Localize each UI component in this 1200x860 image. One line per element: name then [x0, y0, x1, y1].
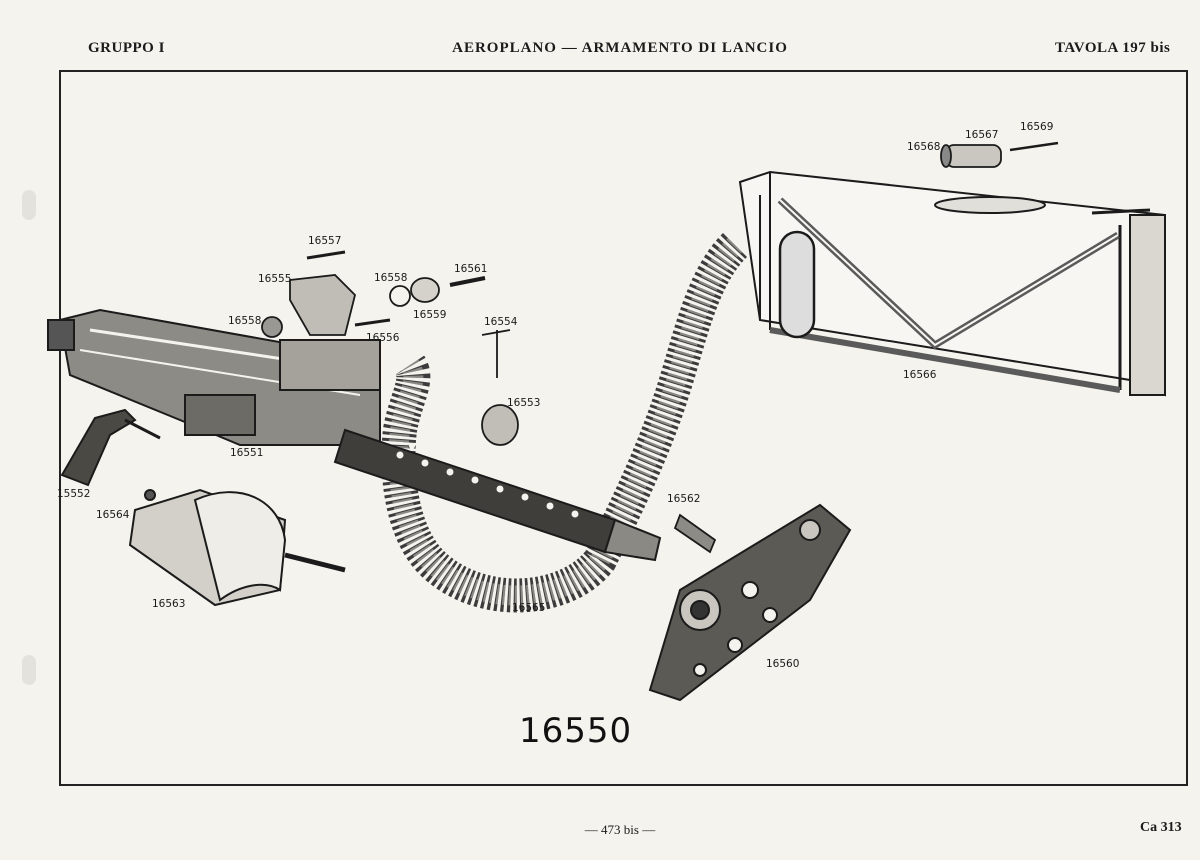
- label-16551: 16551: [230, 447, 263, 459]
- label-16553: 16553: [507, 397, 540, 409]
- perforated-barrel-jacket: [333, 428, 662, 562]
- sheet-title: AEROPLANO — ARMAMENTO DI LANCIO: [452, 40, 788, 56]
- drawing-frame: [59, 70, 1188, 786]
- ammunition-box: [738, 170, 1166, 397]
- small-parts: [261, 141, 1059, 554]
- label-16564: 16564: [96, 509, 130, 521]
- page-number: — 473 bis —: [584, 822, 656, 837]
- label-16556: 16556: [366, 332, 400, 344]
- label-16566: 16566: [903, 369, 937, 381]
- label-16558-right: 16558: [374, 272, 407, 284]
- label-16554: 16554: [484, 316, 518, 328]
- plate-number: TAVOLA 197 bis: [1055, 40, 1171, 56]
- ammunition-belt: [381, 232, 748, 613]
- label-15552: 15552: [57, 488, 90, 500]
- binder-hole-top: [22, 190, 36, 220]
- label-16558-left: 16558: [228, 315, 261, 327]
- label-16555: 16555: [258, 273, 291, 285]
- label-16565: 16565: [512, 602, 545, 614]
- trigger-grip: [60, 408, 161, 487]
- document-code: Ca 313: [1140, 820, 1182, 835]
- label-16561: 16561: [454, 263, 487, 275]
- label-16569: 16569: [1020, 121, 1053, 133]
- label-16567: 16567: [965, 129, 998, 141]
- label-16559: 16559: [413, 309, 446, 321]
- label-16562: 16562: [667, 493, 700, 505]
- label-16560: 16560: [766, 658, 799, 670]
- binder-hole-bottom: [22, 655, 36, 685]
- group-label: GRUPPO I: [88, 40, 165, 56]
- label-16557: 16557: [308, 235, 341, 247]
- deflector-shield: [128, 488, 346, 607]
- label-16563: 16563: [152, 598, 185, 610]
- label-16568: 16568: [907, 141, 940, 153]
- assembly-number: 16550: [519, 711, 632, 751]
- machine-gun-receiver: [47, 308, 381, 446]
- gun-mount-bracket: [648, 503, 852, 702]
